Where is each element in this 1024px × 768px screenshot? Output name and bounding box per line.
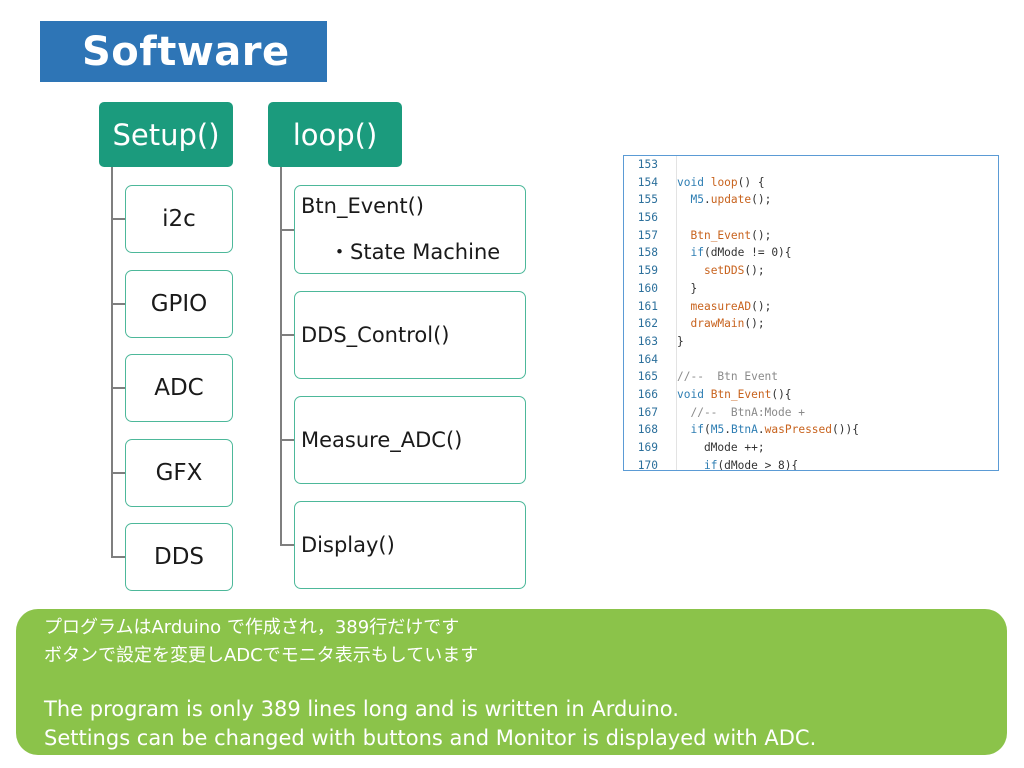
setup-branch-gpio — [111, 303, 125, 305]
loop-branch-dds — [280, 334, 294, 336]
code-text: //-- BtnA:Mode + — [677, 405, 805, 419]
line-number: 153 — [637, 158, 658, 171]
code-line: 158 if(dMode != 0){ — [624, 244, 998, 262]
code-line: 168 if(M5.BtnA.wasPressed()){ — [624, 421, 998, 439]
code-text: //-- Btn Event — [677, 370, 779, 384]
code-line: 156 — [624, 209, 998, 227]
setup-branch-dds — [111, 556, 125, 558]
loop-item-btn-event: Btn_Event() ・State Machine — [294, 185, 526, 274]
note-en-line-1: The program is only 389 lines long and i… — [44, 697, 679, 721]
code-line: 155 M5.update(); — [624, 191, 998, 209]
setup-item-i2c: i2c — [125, 185, 233, 253]
setup-branch-adc — [111, 387, 125, 389]
loop-branch-btn — [280, 229, 294, 231]
code-line: 163} — [624, 333, 998, 351]
code-line: 166 void Btn_Event(){ — [624, 386, 998, 404]
setup-item-gpio: GPIO — [125, 270, 233, 338]
note-en-line-2: Settings can be changed with buttons and… — [44, 726, 817, 750]
code-snippet-panel: 153 154 void loop() { 155 M5.update(); 156 15… — [623, 155, 999, 471]
gutter-divider — [676, 156, 677, 470]
code-line: 170 if(dMode > 8){ — [624, 457, 998, 471]
loop-item-display: Display() — [294, 501, 526, 589]
code-text: measureAD(); — [690, 299, 772, 313]
line-number: 166 — [637, 387, 658, 401]
code-line: 159 setDDS(); — [624, 262, 998, 280]
code-line: 160 } — [624, 280, 998, 298]
code-line: 161 measureAD(); — [624, 298, 998, 316]
line-number: 164 — [637, 352, 658, 366]
code-text — [658, 156, 677, 174]
code-line: 169 dMode ++; — [624, 439, 998, 457]
loop-branch-measure — [280, 439, 294, 441]
code-text — [658, 351, 677, 369]
line-number: 156 — [637, 211, 658, 225]
code-text: dMode ++; — [677, 441, 765, 454]
code-text: if(dMode > 8){ — [703, 458, 799, 471]
code-line: 162 drawMain(); — [624, 315, 998, 333]
note-jp-line-2: ボタンで設定を変更しADCでモニタ表示もしています — [44, 645, 479, 666]
code-text: if(M5.BtnA.wasPressed()){ — [690, 423, 859, 437]
code-text: void Btn_Event(){ — [677, 387, 792, 401]
page-title: Software — [82, 28, 290, 75]
loop-item-btn-event-sub: ・State Machine — [329, 240, 501, 264]
line-number: 169 — [637, 441, 658, 454]
setup-branch-i2c — [111, 218, 125, 220]
code-text: M5.update(); — [690, 193, 772, 207]
line-number: 165 — [637, 370, 658, 384]
line-number: 163 — [637, 334, 658, 348]
line-number: 170 — [637, 458, 658, 471]
code-text: } — [677, 281, 698, 295]
setup-item-gfx: GFX — [125, 439, 233, 507]
line-number: 157 — [637, 228, 658, 242]
code-line: 154 void loop() { — [624, 174, 998, 192]
line-number: 160 — [637, 281, 658, 295]
code-line: 153 — [624, 156, 998, 174]
code-line: 157 Btn_Event(); — [624, 227, 998, 245]
code-text: } — [677, 334, 684, 348]
code-line: 167 //-- BtnA:Mode + — [624, 404, 998, 422]
note-jp-line-1: プログラムはArduino で作成され，389行だけです — [44, 617, 460, 638]
setup-item-adc: ADC — [125, 354, 233, 422]
loop-item-btn-event-label: Btn_Event() — [301, 194, 424, 218]
code-text: Btn_Event(); — [690, 228, 772, 242]
setup-header: Setup() — [99, 102, 233, 167]
setup-connector — [111, 167, 113, 557]
setup-branch-gfx — [111, 472, 125, 474]
title-banner: Software — [40, 21, 327, 82]
code-line: 165 //-- Btn Event — [624, 368, 998, 386]
line-number: 168 — [637, 423, 658, 437]
code-text — [658, 209, 677, 227]
code-line: 164 — [624, 351, 998, 369]
loop-connector — [280, 167, 282, 545]
setup-item-dds: DDS — [125, 523, 233, 591]
loop-item-dds-control: DDS_Control() — [294, 291, 526, 379]
line-number: 161 — [637, 299, 658, 313]
code-text: setDDS(); — [703, 264, 765, 278]
line-number: 154 — [637, 175, 658, 189]
description-note: プログラムはArduino で作成され，389行だけです ボタンで設定を変更しA… — [16, 609, 1007, 755]
loop-branch-display — [280, 544, 294, 546]
loop-item-measure-adc: Measure_ADC() — [294, 396, 526, 484]
code-text: if(dMode != 0){ — [690, 246, 792, 260]
line-number: 158 — [637, 246, 658, 260]
code-text: drawMain(); — [690, 317, 765, 331]
line-number: 159 — [637, 264, 658, 278]
loop-header: loop() — [268, 102, 402, 167]
line-number: 167 — [637, 405, 658, 419]
line-number: 162 — [637, 317, 658, 331]
code-text: void loop() { — [677, 175, 765, 189]
code-lines: 153 154 void loop() { 155 M5.update(); 156 15… — [624, 156, 998, 471]
line-number: 155 — [637, 193, 658, 207]
